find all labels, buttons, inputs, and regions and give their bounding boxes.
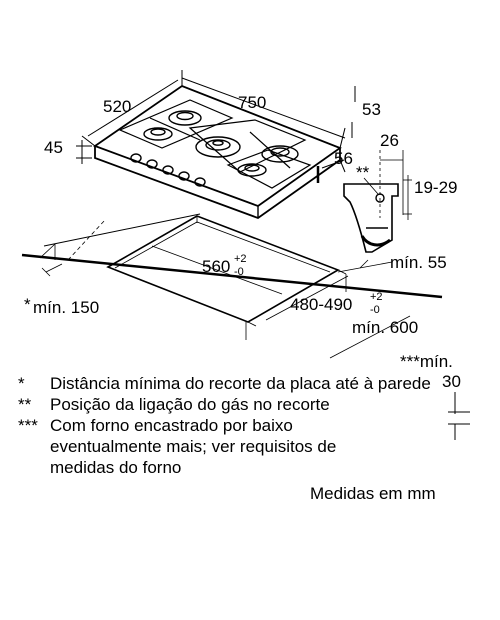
footnote-text: Com forno encastrado por baixo eventualm… xyxy=(50,416,337,477)
countertop xyxy=(21,213,443,299)
clip-mark: ** xyxy=(356,163,370,182)
dim-min-600: mín. 600 xyxy=(352,318,418,337)
dim-cutout-depth: 480-490 xyxy=(290,295,352,314)
footnote-3: *** Com forno encastrado por baixo event… xyxy=(18,415,350,478)
burner-rear-left xyxy=(168,110,202,126)
footnotes: * Distância mínima do recorte da placa a… xyxy=(18,373,488,478)
pan-supports xyxy=(118,99,312,189)
footnote-text: Posição da ligação do gás no recorte xyxy=(50,395,330,414)
min-30-marker xyxy=(448,392,470,440)
footnote-text: Distância mínima do recorte da placa até… xyxy=(50,374,431,393)
dim-height: 45 xyxy=(44,138,63,157)
dim-min-55: mín. 55 xyxy=(390,253,447,272)
dim-side-offset: 56 xyxy=(334,149,353,168)
footnote-mark: *** xyxy=(18,416,38,435)
dim-cutout-width-tol-minus: -0 xyxy=(234,266,244,278)
dim-min-150-mark: * xyxy=(24,295,31,314)
hob-dimension-lines xyxy=(76,70,356,173)
clip-detail xyxy=(343,150,412,253)
dim-min-30-label: ***mín. xyxy=(400,352,453,371)
dim-clip-width: 26 xyxy=(380,131,399,150)
footnote-1: * Distância mínima do recorte da placa a… xyxy=(18,373,488,394)
countertop-front-edge xyxy=(21,253,443,299)
countertop-rear-edge xyxy=(43,213,201,247)
dim-cutout-depth-tol-minus: -0 xyxy=(370,304,380,316)
footnote-mark: ** xyxy=(18,395,32,414)
burner-front-left xyxy=(143,127,173,141)
dim-cutout-width-tol-plus: +2 xyxy=(234,253,247,265)
burner-rear-right xyxy=(261,145,299,163)
footnote-2: ** Posição da ligação do gás no recorte xyxy=(18,394,488,415)
burner-wok xyxy=(195,136,241,158)
footnote-mark: * xyxy=(18,374,25,393)
dim-cutout-width: 560 xyxy=(202,257,230,276)
dim-min-30-value: 30 xyxy=(442,372,461,391)
cutout xyxy=(106,215,411,359)
control-knobs xyxy=(130,153,206,187)
dim-cutout-depth-tol-plus: +2 xyxy=(370,291,383,303)
dim-clip-range: 19-29 xyxy=(414,178,457,197)
hob-top xyxy=(93,84,342,208)
units-label: Medidas em mm xyxy=(310,484,436,503)
dim-depth: 520 xyxy=(103,97,131,116)
dim-rear-gap: 53 xyxy=(362,100,381,119)
dim-width: 750 xyxy=(238,93,266,112)
hob-drawing xyxy=(93,84,342,220)
dim-min-150: mín. 150 xyxy=(33,298,99,317)
